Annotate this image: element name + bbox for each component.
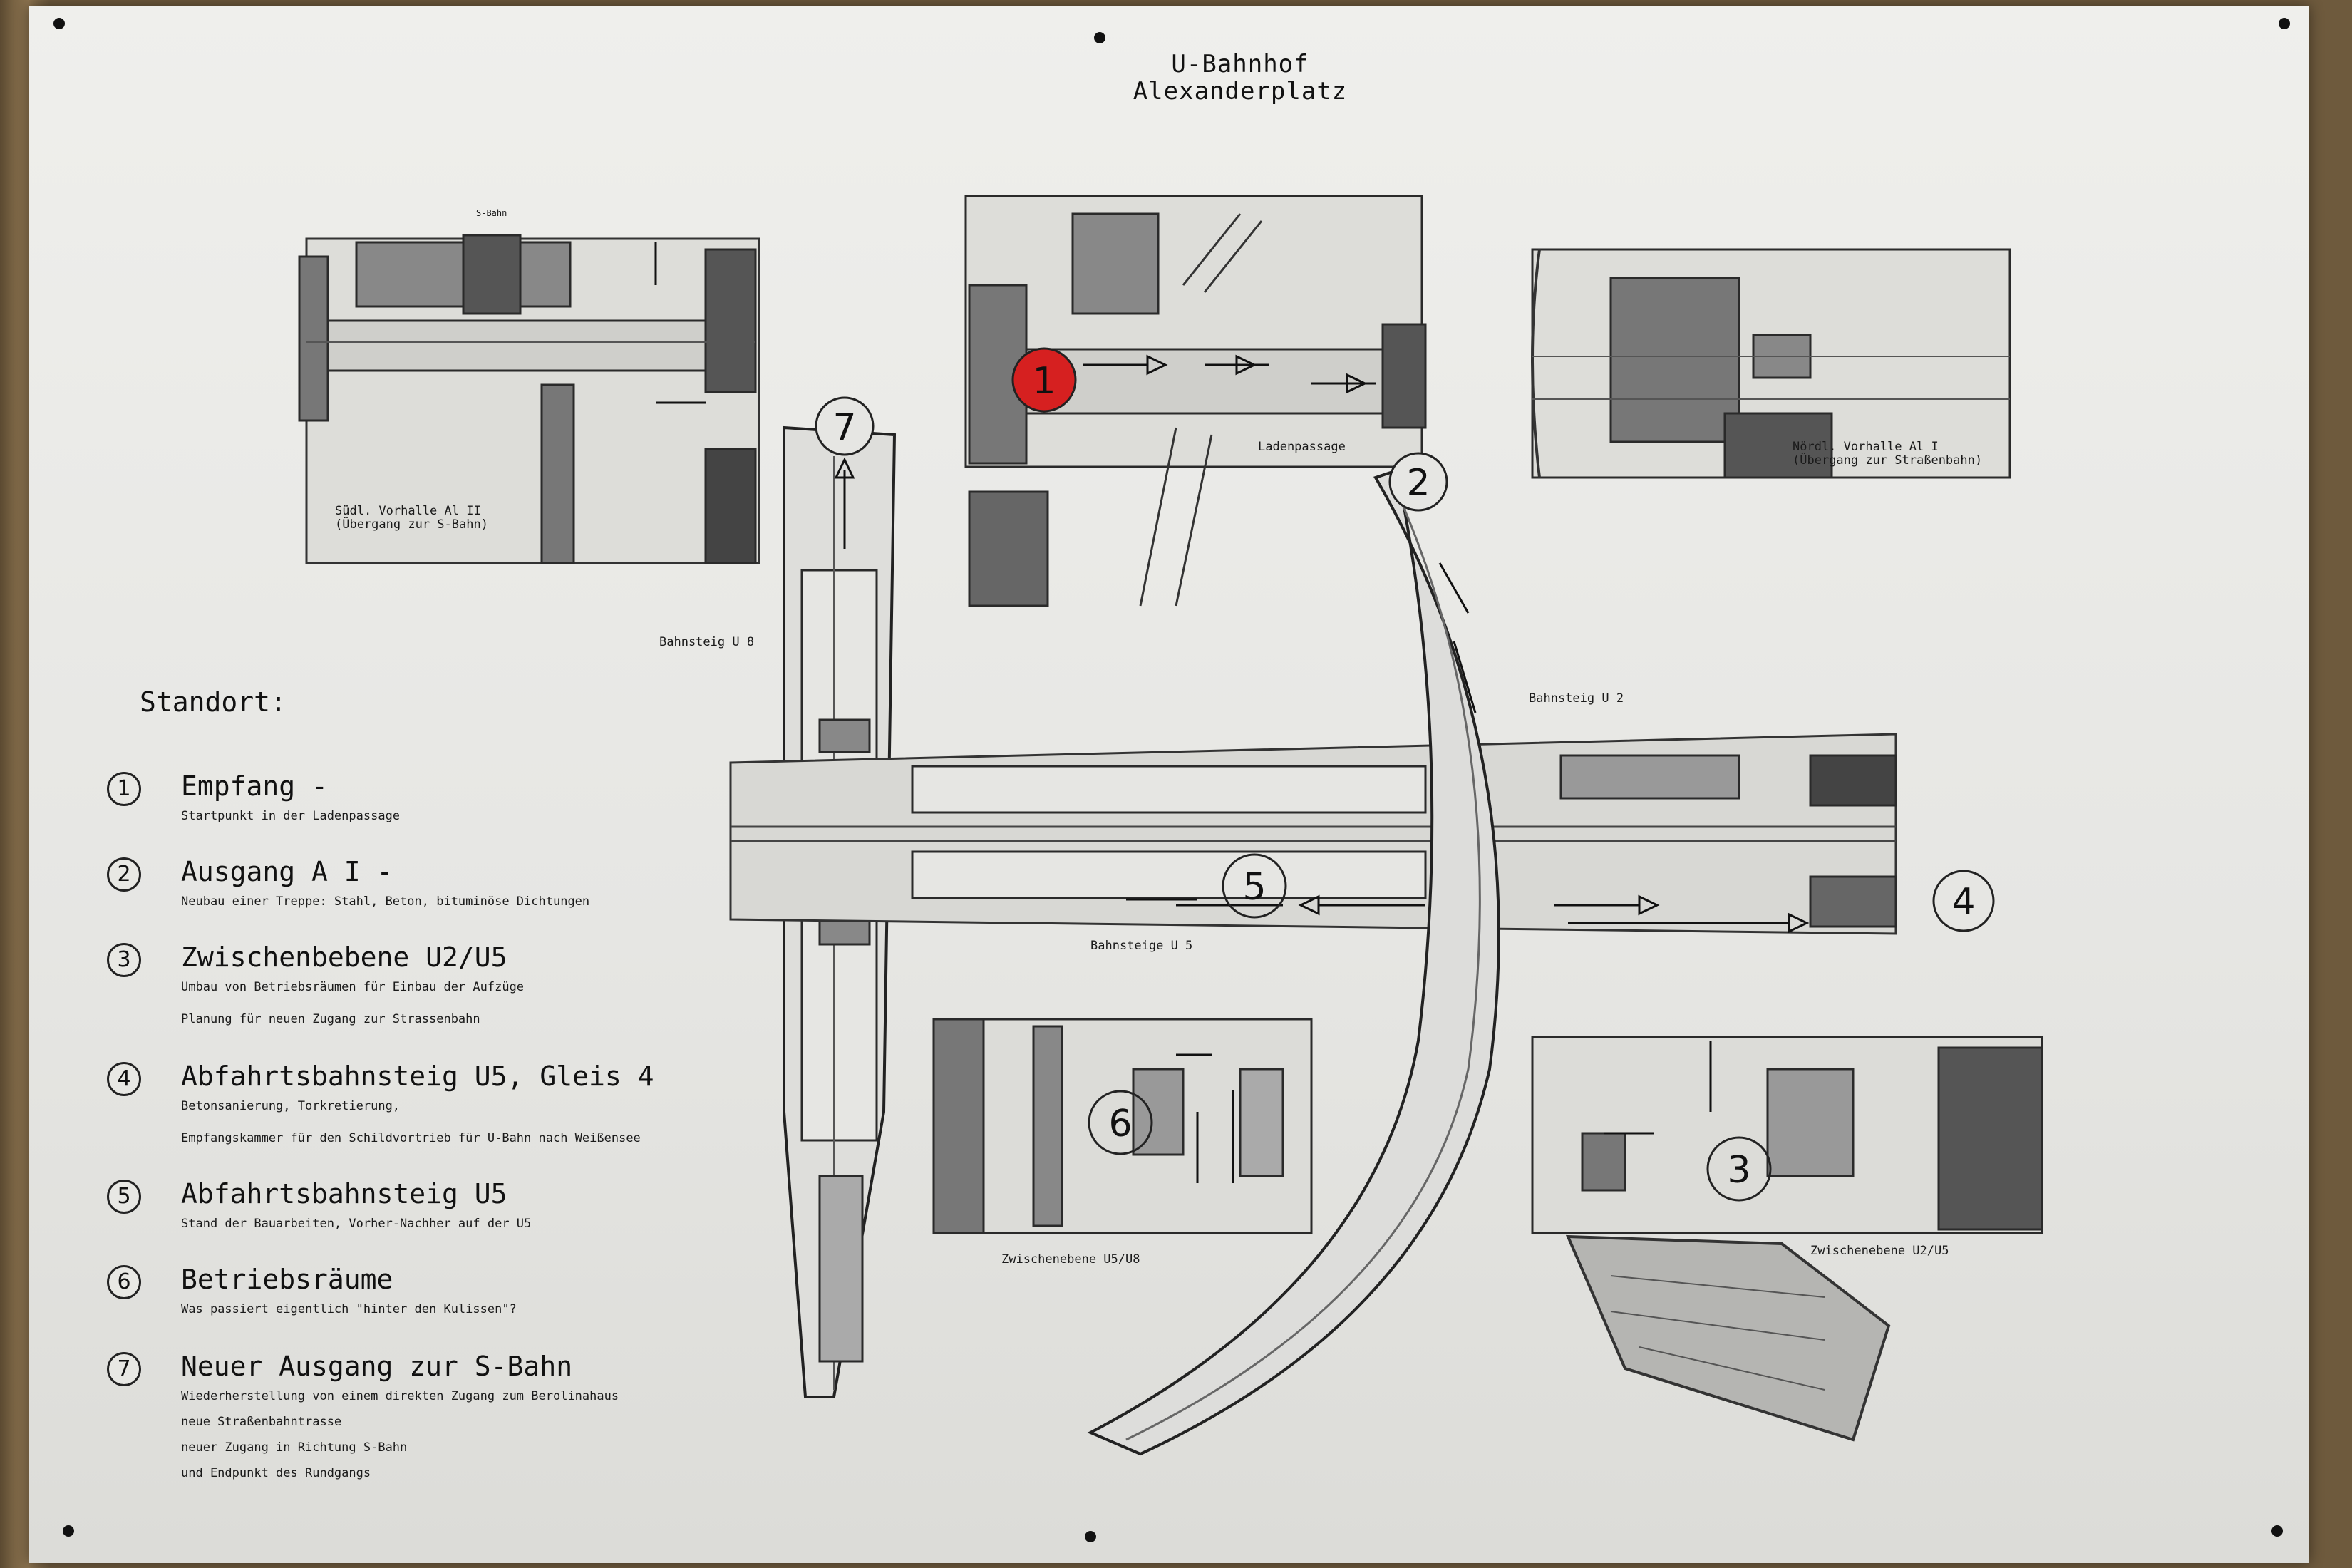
- label-noerd-vorhalle-1: Nördl. Vorhalle Al I: [1793, 440, 1939, 454]
- legend-line: neuer Zugang in Richtung S-Bahn: [181, 1440, 408, 1455]
- marker-4: [1932, 870, 1995, 932]
- marker-6-label: 6: [1108, 1103, 1132, 1145]
- marker-6: [1088, 1090, 1153, 1155]
- label-bahnsteig-u8: Bahnsteig U 8: [659, 635, 755, 649]
- legend-line: Stand der Bauarbeiten, Vorher-Nachher au…: [181, 1217, 532, 1231]
- legend-line: Empfangskammer für den Schildvortrieb fü…: [181, 1131, 641, 1145]
- marker-2: [1388, 452, 1448, 512]
- marker-1-label: 1: [1032, 360, 1056, 403]
- marker-3-label: 3: [1727, 1149, 1750, 1192]
- poster-title-line1: U-Bahnhof: [1171, 50, 1309, 78]
- zwischenebene-u2-u5-plan: [1531, 1036, 2043, 1442]
- pin: [1094, 32, 1105, 43]
- legend-title: Ausgang A I -: [181, 856, 393, 887]
- label-ladenpassage: Ladenpassage: [1258, 440, 1346, 454]
- bahnsteig-u2-plan: [1087, 468, 1500, 1456]
- route-arrows: [834, 354, 1810, 1183]
- marker-5-label: 5: [1242, 866, 1266, 909]
- legend-number: 1: [107, 772, 141, 806]
- label-sued-vorhalle-1: Südl. Vorhalle Al II: [335, 504, 481, 518]
- legend-title: Abfahrtsbahnsteig U5: [181, 1178, 507, 1209]
- legend-number: 6: [107, 1265, 141, 1299]
- pin: [53, 18, 65, 29]
- pin: [1085, 1531, 1096, 1542]
- noerd-vorhalle-plan: [1531, 248, 2011, 479]
- legend-line: Betonsanierung, Torkretierung,: [181, 1099, 401, 1113]
- label-bahnsteig-u2: Bahnsteig U 2: [1529, 691, 1624, 706]
- legend-title: Zwischenbebene U2/U5: [181, 942, 507, 973]
- marker-7-label: 7: [832, 406, 856, 449]
- legend-line: neue Straßenbahntrasse: [181, 1415, 342, 1429]
- marker-1-start: [1011, 347, 1077, 413]
- label-noerd-vorhalle-2: (Übergang zur Straßenbahn): [1793, 453, 1983, 468]
- legend-heading: Standort:: [140, 686, 287, 718]
- label-zwischenebene-u5-u8: Zwischenebene U5/U8: [1001, 1252, 1140, 1267]
- marker-3: [1706, 1136, 1772, 1202]
- legend-line: Planung für neuen Zugang zur Strassenbah…: [181, 1012, 480, 1026]
- sued-vorhalle-plan: [298, 234, 760, 564]
- label-bahnsteige-u5: Bahnsteige U 5: [1090, 939, 1193, 953]
- legend-line: Wiederherstellung von einem direkten Zug…: [181, 1389, 619, 1403]
- label-zwischenebene-u2-u5: Zwischenebene U2/U5: [1810, 1244, 1949, 1258]
- marker-4-label: 4: [1951, 881, 1975, 924]
- legend-title: Abfahrtsbahnsteig U5, Gleis 4: [181, 1061, 654, 1092]
- bahnsteige-u5-plan: [729, 733, 1897, 935]
- legend-line: Neubau einer Treppe: Stahl, Beton, bitum…: [181, 894, 590, 909]
- label-sbahn: S-Bahn: [476, 208, 507, 218]
- legend-title: Empfang -: [181, 770, 328, 802]
- legend-number: 4: [107, 1062, 141, 1096]
- marker-2-label: 2: [1406, 462, 1430, 505]
- pin: [63, 1525, 74, 1537]
- marker-7: [815, 396, 875, 456]
- zwischenebene-u5-u8-plan: [932, 1018, 1313, 1234]
- marker-5: [1222, 853, 1287, 919]
- poster-title-line2: Alexanderplatz: [1133, 77, 1348, 105]
- legend-number: 7: [107, 1352, 141, 1386]
- legend-title: Betriebsräume: [181, 1264, 393, 1295]
- pin: [2271, 1525, 2283, 1537]
- pin: [2279, 18, 2290, 29]
- legend-title: Neuer Ausgang zur S-Bahn: [181, 1351, 573, 1382]
- label-sued-vorhalle-2: (Übergang zur S-Bahn): [335, 517, 488, 532]
- legend-number: 5: [107, 1180, 141, 1214]
- legend-line: Startpunkt in der Ladenpassage: [181, 809, 401, 823]
- legend-line: Umbau von Betriebsräumen für Einbau der …: [181, 980, 525, 994]
- legend-line: und Endpunkt des Rundgangs: [181, 1466, 371, 1480]
- legend-line: Was passiert eigentlich "hinter den Kuli…: [181, 1302, 517, 1316]
- legend-number: 3: [107, 943, 141, 977]
- legend-number: 2: [107, 857, 141, 892]
